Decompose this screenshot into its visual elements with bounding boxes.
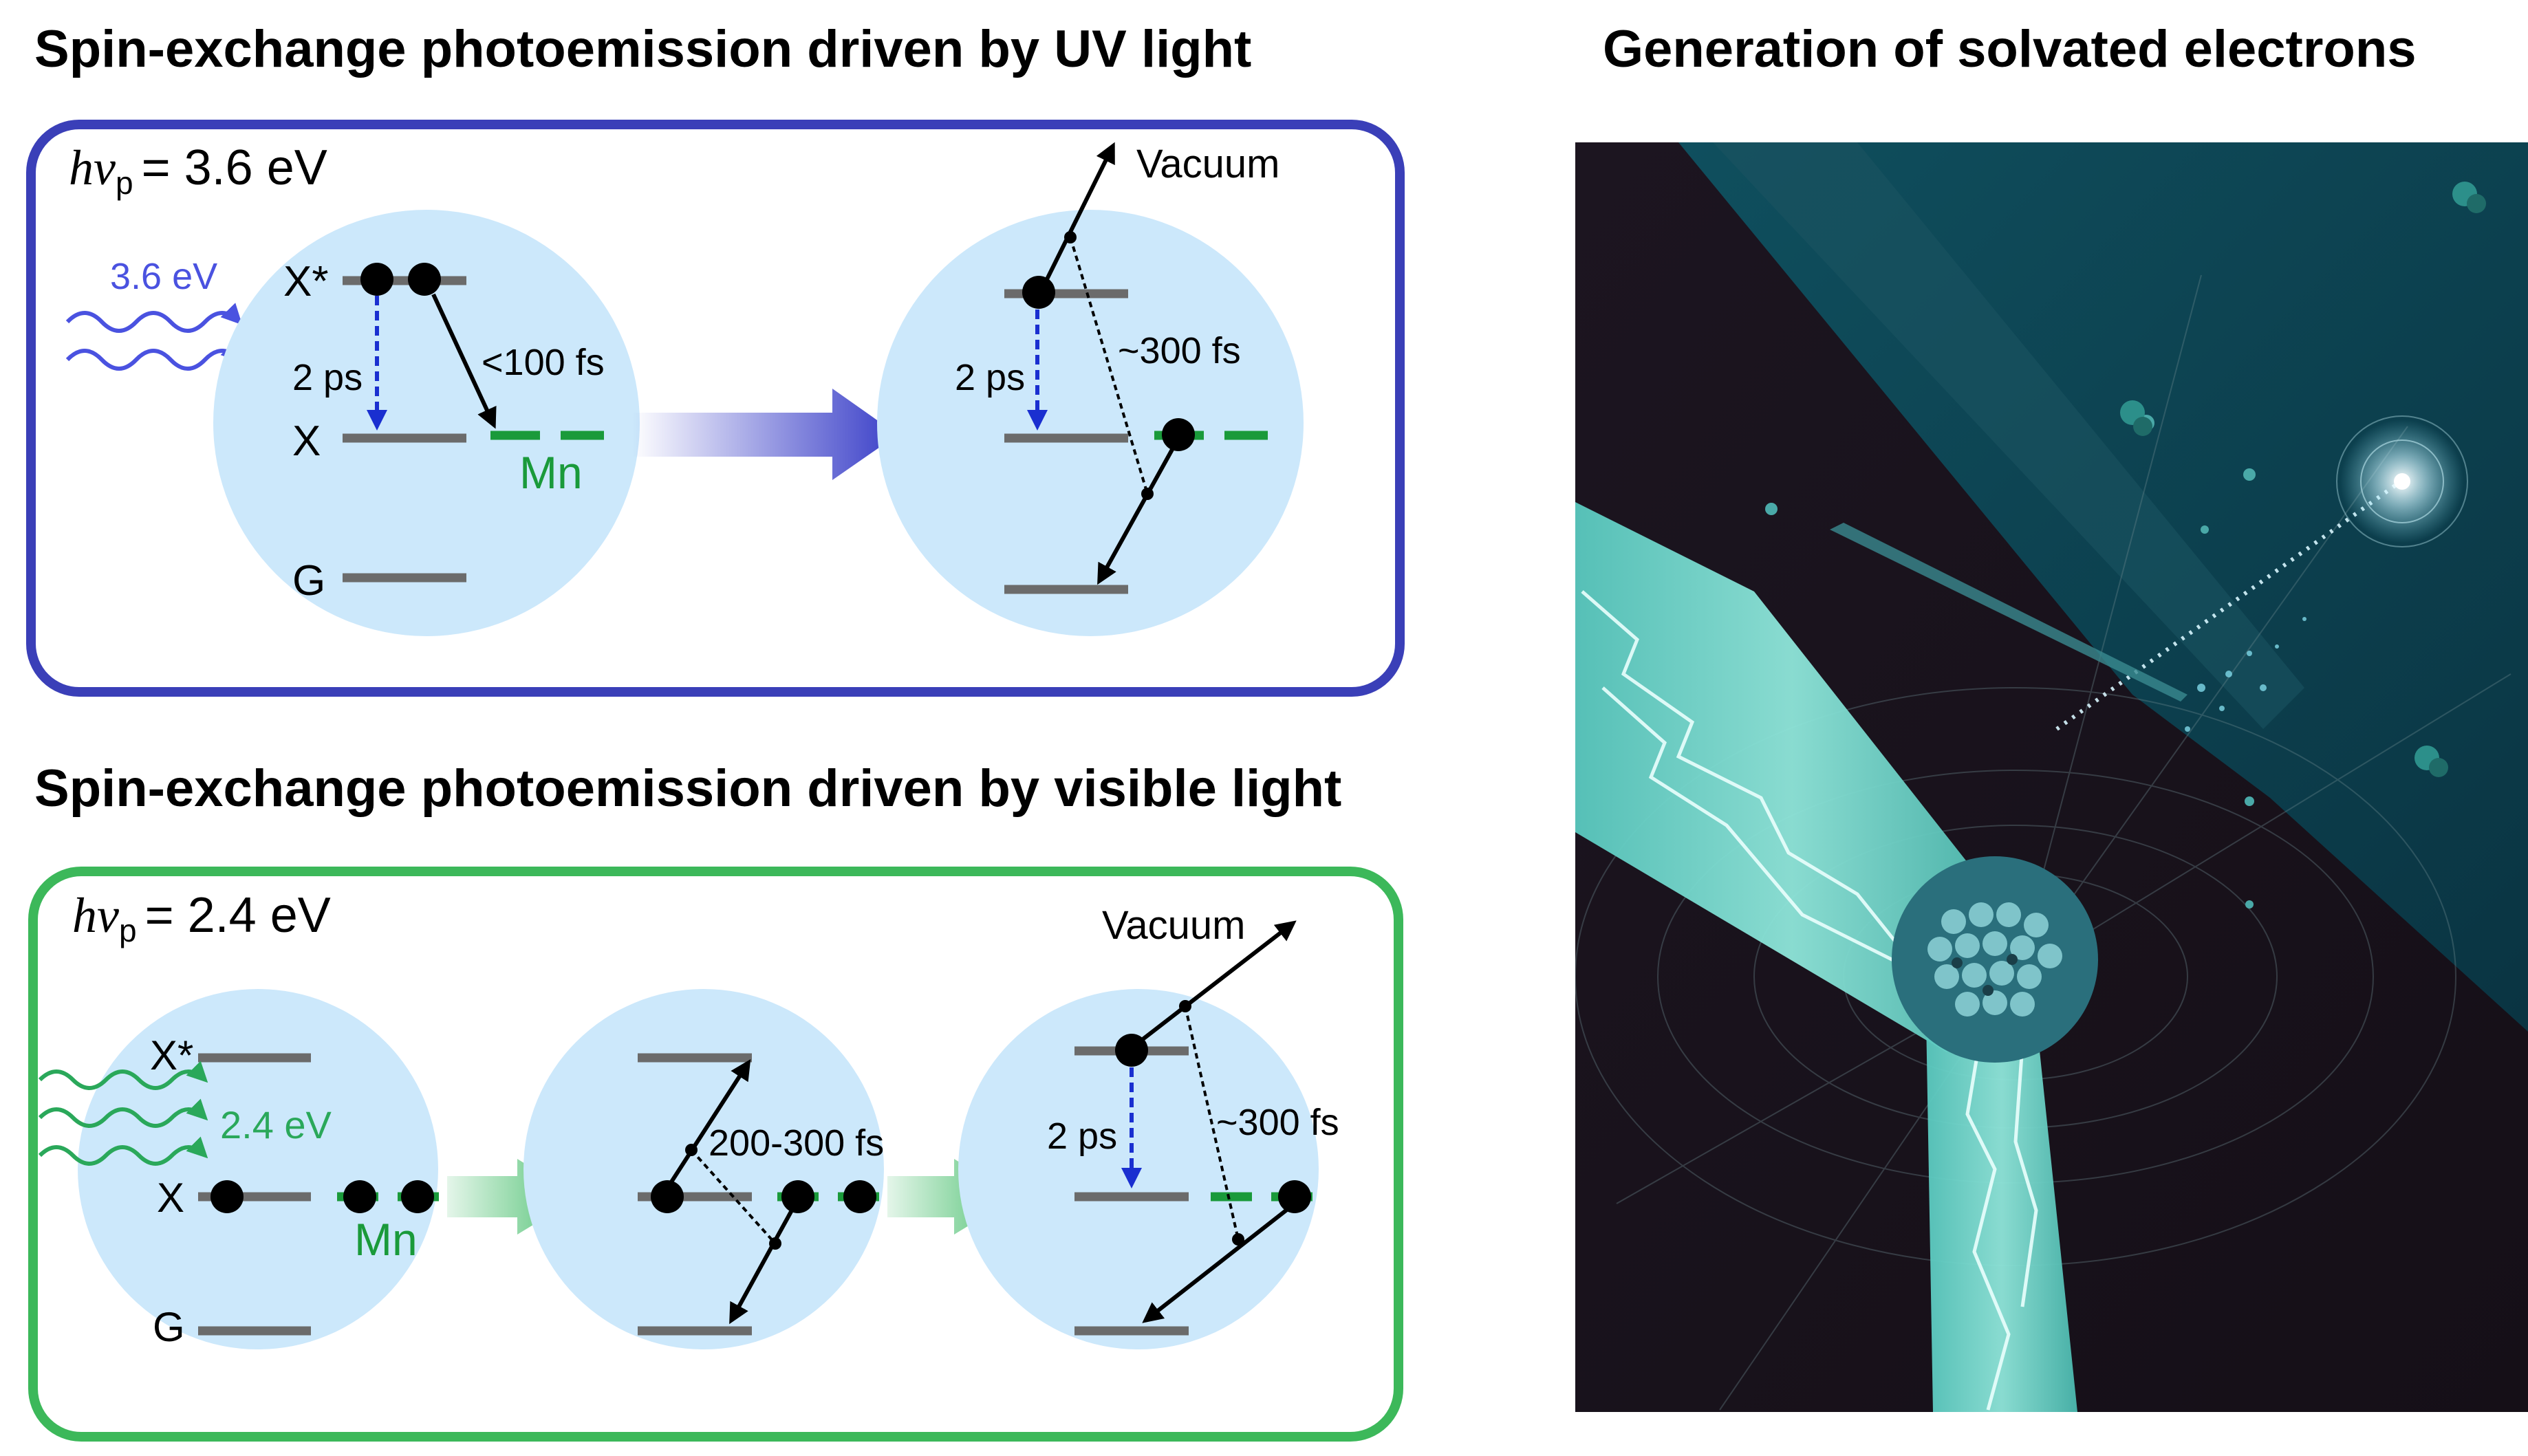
- uv-panel-frame: [26, 120, 1405, 697]
- vis-label-ground: G: [153, 1304, 185, 1350]
- uv-photon-energy: hνp= 3.6 eV: [69, 140, 327, 201]
- uv-label-excited: X*: [283, 258, 328, 305]
- vis2-node-top: [685, 1144, 698, 1156]
- vis3-emission-arrow: [1141, 920, 1297, 1042]
- visible-panel-title: Spin-exchange photoemission driven by vi…: [34, 759, 1342, 818]
- vis2-node-bottom: [769, 1237, 781, 1250]
- uv-label-exciton: X: [292, 417, 321, 465]
- water-molecule-icon: [2120, 182, 2486, 777]
- vis3-auger-arrow: [1142, 1207, 1289, 1323]
- uv2-electron-mn: [1162, 418, 1195, 451]
- vis2-electron-mn-b: [843, 1180, 876, 1213]
- uv2-node-bottom: [1141, 488, 1154, 500]
- vis2-time-exchange: 200-300 fs: [709, 1122, 884, 1164]
- uv2-time-auger: ~300 fs: [1118, 330, 1241, 371]
- visible-panel-frame: [28, 867, 1403, 1442]
- uv-electron-b: [408, 263, 441, 296]
- vis2-electron-x: [651, 1180, 684, 1213]
- uv2-coupling-line: [1069, 237, 1149, 495]
- uv-label-ground: G: [292, 557, 325, 605]
- vis3-electron-x: [1115, 1034, 1148, 1067]
- uv-transition-arrow: [631, 389, 898, 480]
- uv-transfer-arrow: [431, 293, 497, 429]
- visible-incident-label: 2.4 eV: [220, 1103, 332, 1147]
- uv2-time-relax: 2 ps: [955, 357, 1025, 398]
- vis3-node-bottom: [1232, 1233, 1244, 1246]
- vis-label-mn: Mn: [354, 1214, 418, 1265]
- visible-incident-wave-icon: [38, 1061, 208, 1166]
- vis-electron-x: [210, 1180, 244, 1213]
- vis2-coupling-line: [690, 1149, 777, 1245]
- solvated-electrons-title: Generation of solvated electrons: [1603, 20, 2417, 78]
- vis-nanocrystal-2: [523, 989, 884, 1349]
- vis-electron-mn-b: [401, 1180, 434, 1213]
- vis3-electron-mn: [1278, 1180, 1311, 1213]
- visible-photon-energy: hνp= 2.4 eV: [72, 888, 331, 948]
- vis3-time-relax: 2 ps: [1047, 1116, 1117, 1157]
- uv-label-mn: Mn: [519, 447, 583, 498]
- uv2-vacuum-label: Vacuum: [1136, 142, 1279, 186]
- uv-panel-title: Spin-exchange photoemission driven by UV…: [34, 20, 1252, 78]
- uv2-emission-arrow: [1044, 142, 1115, 283]
- vis-electron-mn-a: [343, 1180, 376, 1213]
- uv-incident-label: 3.6 eV: [110, 256, 217, 297]
- uv-electron-a: [360, 263, 393, 296]
- uv-time-transfer: <100 fs: [482, 342, 605, 383]
- solvated-electron-illustration: [1575, 142, 2528, 1412]
- vis3-node-top: [1179, 1000, 1191, 1012]
- uv-panel: hνp= 3.6 eV 3.6 eV X* X G Mn 2 ps <100 f…: [26, 120, 1405, 697]
- vis-nanocrystal-1: [78, 989, 438, 1349]
- uv2-electron-x: [1022, 276, 1055, 309]
- uv2-node-top: [1064, 231, 1077, 243]
- vis2-relax-arrow: [729, 1208, 795, 1325]
- uv-nanocrystal-1: [213, 210, 640, 636]
- uv-incident-wave-icon: [65, 303, 243, 371]
- vis3-coupling-line: [1184, 1006, 1240, 1240]
- visible-panel: hνp= 2.4 eV X* X G Mn 2.4 eV: [28, 867, 1403, 1442]
- vis2-exchange-arrow: [669, 1058, 751, 1184]
- uv2-auger-arrow: [1097, 446, 1176, 585]
- vis3-time-auger: ~300 fs: [1216, 1102, 1339, 1143]
- vis-label-exciton: X: [157, 1175, 184, 1221]
- uv-time-relax: 2 ps: [292, 357, 363, 398]
- vis2-electron-mn-a: [781, 1180, 814, 1213]
- vis3-vacuum-label: Vacuum: [1102, 903, 1245, 948]
- uv-nanocrystal-2: [877, 210, 1304, 636]
